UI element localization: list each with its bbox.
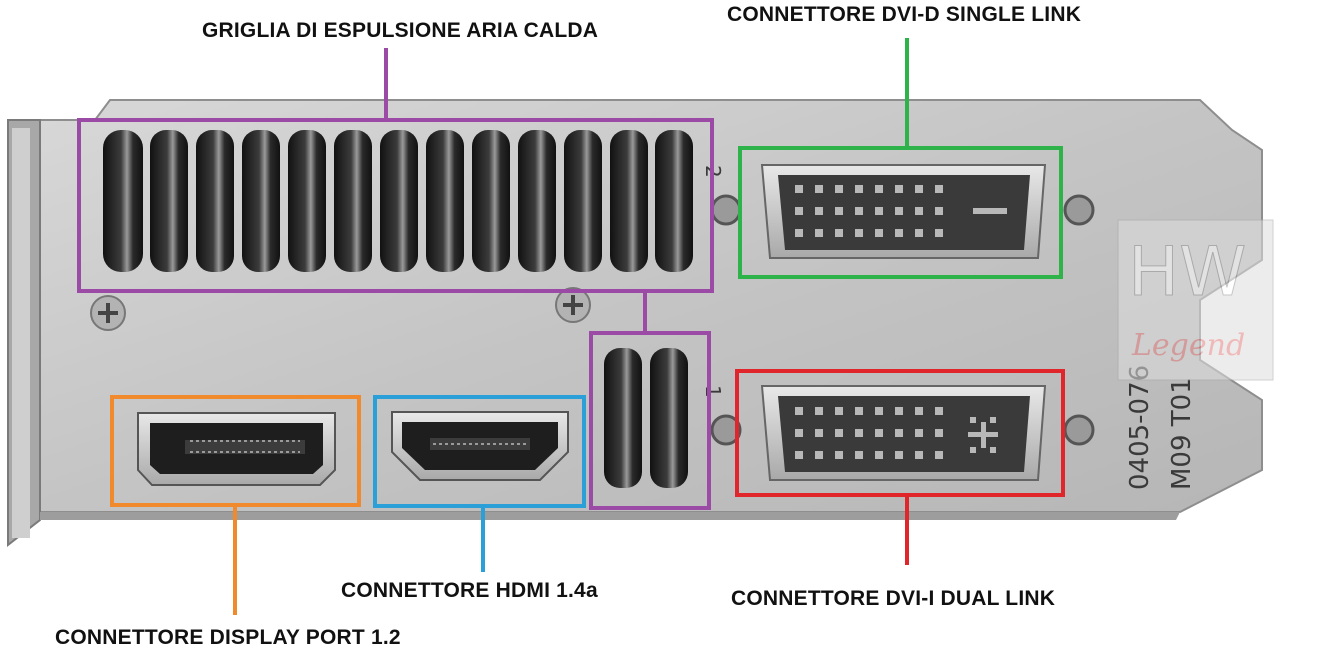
hdmi-connector bbox=[391, 411, 569, 481]
part-code-line2: M09 T01 bbox=[1167, 377, 1197, 490]
screw-right bbox=[555, 287, 591, 323]
port-number-1: 1 bbox=[701, 385, 725, 398]
hdmi-label: CONNETTORE HDMI 1.4a bbox=[341, 579, 598, 602]
watermark-logo-text: HW bbox=[1128, 233, 1246, 312]
dvi-i-connector bbox=[710, 385, 1095, 481]
part-code-line1: 0405-076 bbox=[1125, 365, 1155, 490]
vent-grille-label: GRIGLIA DI ESPULSIONE ARIA CALDA bbox=[202, 19, 599, 42]
dvi-i-label: CONNETTORE DVI-I DUAL LINK bbox=[731, 587, 1056, 610]
dvi-i-pin-grid bbox=[795, 407, 998, 459]
dvi-i-highlight bbox=[735, 369, 1065, 497]
displayport-label: CONNETTORE DISPLAY PORT 1.2 bbox=[55, 626, 401, 649]
vent-grille-slots bbox=[103, 130, 693, 272]
vent-grille-highlight bbox=[77, 118, 714, 293]
vent-grille-small-highlight bbox=[589, 331, 711, 510]
displayport-connector bbox=[137, 412, 336, 486]
dvi-d-connector bbox=[710, 164, 1095, 259]
watermark-logo: HW Legend bbox=[1117, 219, 1274, 381]
dvi-d-label: CONNETTORE DVI-D SINGLE LINK bbox=[727, 3, 1082, 26]
vent-grille-small-slots bbox=[604, 348, 688, 488]
watermark-text: Legend bbox=[1131, 328, 1245, 363]
hdmi-highlight bbox=[373, 395, 586, 508]
dvi-d-highlight bbox=[738, 146, 1063, 279]
dvi-d-pin-grid bbox=[795, 185, 1007, 237]
screw-left bbox=[90, 295, 126, 331]
